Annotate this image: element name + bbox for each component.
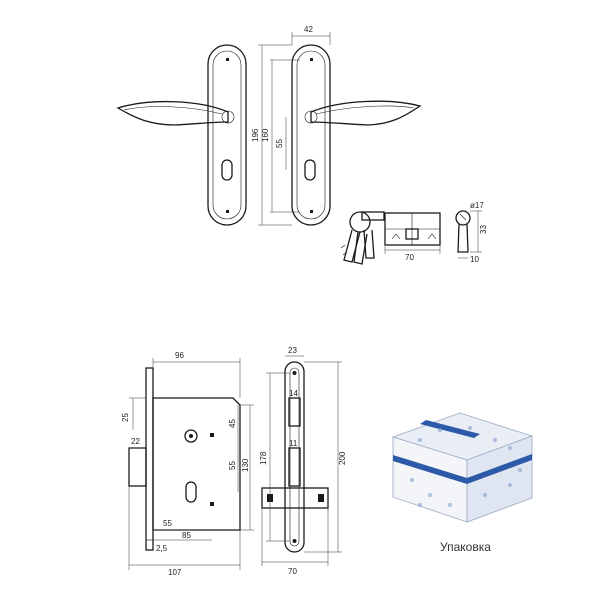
lock-front bbox=[128, 367, 241, 551]
dim-10: 10 bbox=[470, 255, 479, 264]
package-box bbox=[391, 412, 534, 523]
dim-25: 25 bbox=[121, 413, 130, 422]
dim-55: 55 bbox=[275, 139, 284, 148]
dim-70-side: 70 bbox=[288, 567, 297, 576]
dim-107: 107 bbox=[168, 568, 182, 577]
dim-14: 14 bbox=[289, 389, 298, 398]
dim-160: 160 bbox=[261, 128, 270, 142]
dim-178: 178 bbox=[259, 451, 268, 465]
dim-d17: ø17 bbox=[470, 201, 484, 210]
cylinder-end: ø17 33 10 bbox=[455, 201, 488, 264]
dim-200: 200 bbox=[338, 451, 347, 465]
dim-85: 85 bbox=[182, 531, 191, 540]
dim-55-v: 55 bbox=[228, 461, 237, 470]
lock-front-dimensions: 96 25 22 45 55 130 55 2,5 85 107 bbox=[121, 351, 254, 577]
dim-42: 42 bbox=[304, 25, 313, 34]
dim-55-h: 55 bbox=[163, 519, 172, 528]
handle-right bbox=[291, 44, 422, 226]
dim-22: 22 bbox=[131, 437, 140, 446]
dim-2-5: 2,5 bbox=[156, 544, 168, 553]
cylinder: 70 bbox=[384, 212, 441, 262]
handle-left bbox=[116, 44, 247, 226]
lock-side-dimensions: 23 14 11 178 200 70 bbox=[259, 346, 347, 576]
dim-130: 130 bbox=[241, 458, 250, 472]
dim-96: 96 bbox=[175, 351, 184, 360]
dim-33: 33 bbox=[479, 225, 488, 234]
dim-11: 11 bbox=[289, 439, 298, 448]
keys bbox=[340, 211, 385, 265]
dim-23: 23 bbox=[288, 346, 297, 355]
dim-70-cyl: 70 bbox=[405, 253, 414, 262]
package-caption: Упаковка bbox=[440, 540, 491, 554]
handle-dimensions: 42 196 160 55 bbox=[251, 25, 331, 226]
dim-196: 196 bbox=[251, 128, 260, 142]
dim-45: 45 bbox=[228, 419, 237, 428]
